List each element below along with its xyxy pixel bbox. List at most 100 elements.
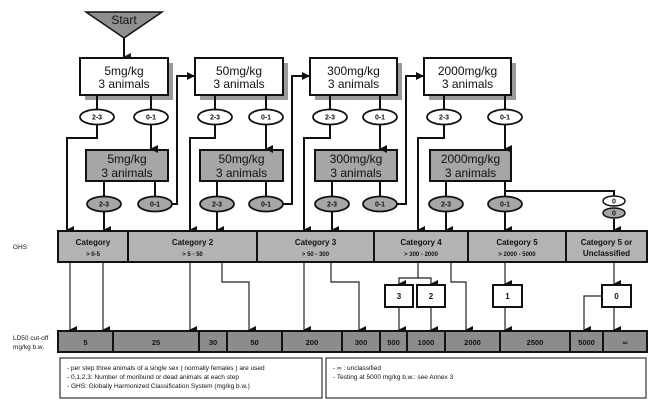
- dead-count-label: 2: [429, 292, 434, 301]
- ghs-category-cell: Category 4> 300 - 2000: [373, 230, 469, 263]
- note-right-1: - ∞ : unclassified: [333, 365, 381, 372]
- step-animals-label: 3 animals: [445, 166, 496, 180]
- category-range: > 0-5: [86, 252, 101, 258]
- outcome-label: 2-3: [210, 115, 220, 122]
- outcome-oval-2-3: 2-3: [86, 195, 122, 213]
- category-name: Category 3: [295, 238, 337, 247]
- ld50-value: 200: [306, 338, 319, 347]
- outcome-oval-2-3: 2-3: [312, 108, 348, 126]
- outcome-oval-2-3: 2-3: [199, 195, 235, 213]
- outcome-label: 0-1: [146, 115, 156, 122]
- ld50-cell: 25: [112, 330, 200, 353]
- category-name: Category: [76, 238, 111, 247]
- outcome-oval-0-1: 0-1: [487, 195, 523, 213]
- dead-count-label: 0: [614, 292, 619, 301]
- outcome-oval-0-1: 0-1: [362, 195, 398, 213]
- step-dose-label: 5mg/kg: [104, 64, 143, 78]
- outcome-label: 2-3: [325, 115, 335, 122]
- outcome-label: 0-1: [500, 202, 510, 209]
- step-dose-label: 5mg/kg: [107, 152, 146, 166]
- outcome-oval-0-1: 0-1: [362, 108, 398, 126]
- arrow-to-category: [66, 124, 98, 234]
- step-box-top-4: 2000mg/kg3 animals: [423, 57, 516, 100]
- start-node: Start: [83, 11, 165, 39]
- outcome-oval-0-1: 0-1: [487, 108, 523, 126]
- category-range: > 300 - 2000: [404, 252, 439, 258]
- outcome-label: 2-3: [92, 115, 102, 122]
- arrow-to-count: [398, 262, 419, 288]
- note-left-3: - GHS: Globally Harmonized Classificatio…: [67, 383, 250, 390]
- ld50-value: 2000: [464, 338, 481, 347]
- outcome-oval-0-1: 0-1: [133, 108, 169, 126]
- step-dose-label: 300mg/kg: [327, 64, 380, 78]
- note-left-2: - 0,1,2,3: Number of moribund or dead an…: [67, 374, 239, 381]
- ld50-cell: ∞: [602, 330, 648, 353]
- outcome-label: 0-1: [375, 202, 385, 209]
- ld50-cell: 200: [281, 330, 343, 353]
- ld50-value: ∞: [622, 338, 627, 347]
- step-dose-label: 50mg/kg: [218, 152, 264, 166]
- ghs-category-cell: Category > 0-5: [57, 230, 129, 263]
- outcome-oval-zero-repeat: 0: [602, 207, 626, 219]
- ld50-label-line1: LD50 cut-off: [13, 335, 48, 342]
- step-dose-label: 300mg/kg: [330, 152, 383, 166]
- outcome-oval-2-3: 2-3: [428, 195, 464, 213]
- step-dose-label: 50mg/kg: [216, 64, 262, 78]
- category-name: Category 5: [496, 238, 538, 247]
- step-animals-label: 3 animals: [442, 77, 493, 91]
- outcome-oval-2-3: 2-3: [426, 108, 462, 126]
- category-range: > 2000 - 5000: [498, 252, 536, 258]
- category-name: Category 5 or: [581, 238, 633, 247]
- step-box-repeat-2: 50mg/kg3 animals: [199, 149, 284, 182]
- note-right-2: - Testing at 5000 mg/kg b.w.: see Annex …: [333, 374, 454, 381]
- ld50-value: 5000: [578, 338, 595, 347]
- dead-count-box: 0: [601, 284, 632, 308]
- ld50-cell: 5000: [569, 330, 604, 353]
- ld50-value: 25: [152, 338, 160, 347]
- note-left-1: - per step three animals of a single sex…: [67, 365, 265, 372]
- ld50-label-line2: mg/kg b.w.: [13, 344, 44, 351]
- ld50-value: 30: [209, 338, 217, 347]
- step-box-top-3: 300mg/kg3 animals: [309, 57, 402, 100]
- step-box-top-2: 50mg/kg3 animals: [194, 57, 288, 100]
- ld50-value: 5: [83, 338, 87, 347]
- ld50-value: 2500: [527, 338, 544, 347]
- category-range: Unclassified: [583, 249, 630, 258]
- ld50-cell: 1000: [406, 330, 446, 353]
- step-box-repeat-3: 300mg/kg3 animals: [314, 149, 398, 182]
- ld50-value: 50: [250, 338, 258, 347]
- ghs-category-cell: Category 5 > 2000 - 5000: [467, 230, 567, 263]
- step-dose-label: 2000mg/kg: [438, 64, 497, 78]
- arrow-to-next-step: [392, 72, 424, 205]
- dead-count-box: 3: [384, 284, 414, 308]
- ghs-label: GHS: [13, 244, 28, 251]
- outcome-label: 0-1: [150, 202, 160, 209]
- arrow-to-ld50: [221, 262, 256, 334]
- step-animals-label: 3 animals: [98, 77, 149, 91]
- ld50-cell: 50: [226, 330, 283, 353]
- ld50-value: 500: [387, 338, 400, 347]
- start-label: Start: [111, 13, 137, 27]
- arrow-to-count: [418, 277, 438, 288]
- outcome-label: 2-3: [99, 202, 109, 209]
- outcome-label: 2-3: [439, 115, 449, 122]
- step-dose-label: 2000mg/kg: [441, 152, 500, 166]
- outcome-label: 2-3: [327, 202, 337, 209]
- ld50-value: 300: [355, 338, 368, 347]
- arrow-to-ld50: [583, 295, 602, 334]
- outcome-label: 0-1: [261, 202, 271, 209]
- outcome-label: 0-1: [261, 115, 271, 122]
- connector-line: [505, 190, 615, 196]
- outcome-oval-0-1: 0-1: [248, 195, 284, 213]
- dead-count-box: 1: [492, 284, 523, 308]
- category-range: > 5 - 50: [182, 252, 203, 258]
- outcome-label: 0: [612, 211, 616, 218]
- outcome-oval-2-3: 2-3: [314, 195, 350, 213]
- step-animals-label: 3 animals: [216, 166, 267, 180]
- ld50-value: 1000: [418, 338, 435, 347]
- ld50-cell: 500: [379, 330, 408, 353]
- category-range: > 50 - 300: [302, 252, 330, 258]
- step-animals-label: 3 animals: [101, 166, 152, 180]
- ld50-cell: 2500: [499, 330, 571, 353]
